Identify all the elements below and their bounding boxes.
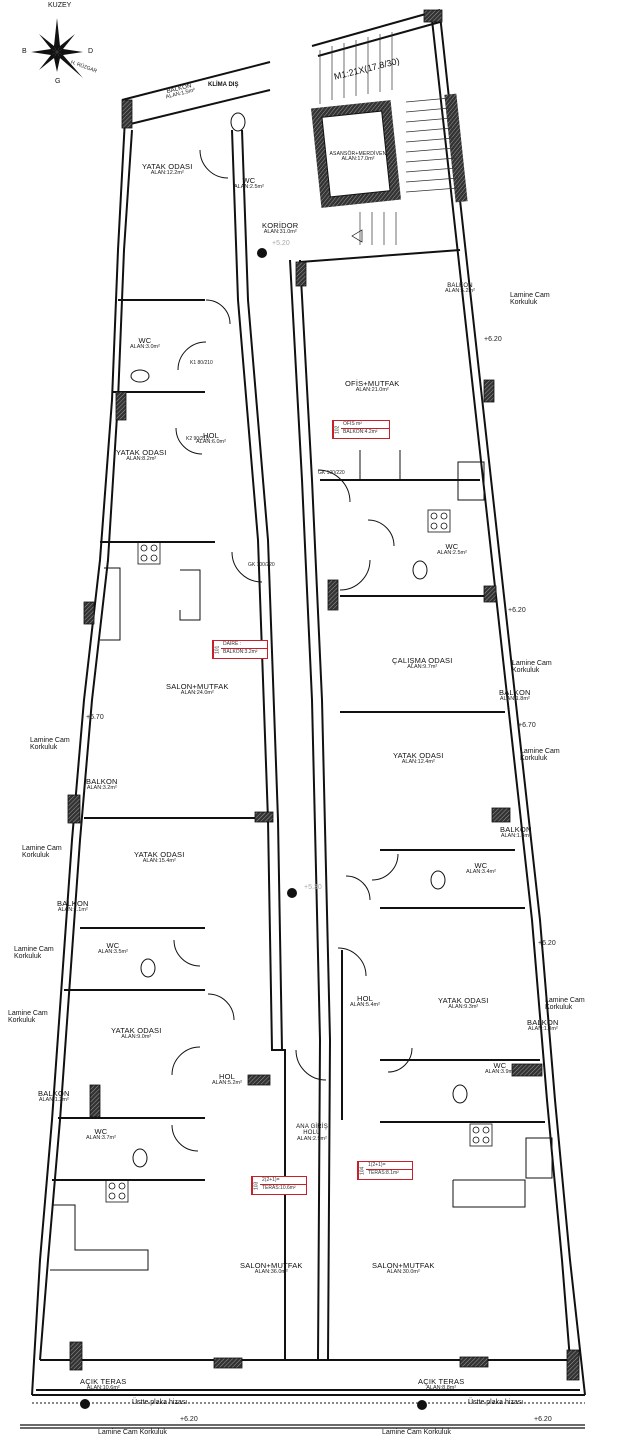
railing-note-2: Lamine Cam Korkuluk — [512, 660, 552, 675]
level-label-4: +6.20 — [538, 940, 556, 947]
compass-south: G — [55, 78, 61, 85]
level-label-1: +6.20 — [484, 336, 502, 343]
level-label-8: +6.20 — [534, 1416, 552, 1423]
railing-note-7: Lamine Cam Korkuluk — [14, 946, 54, 961]
door-label-gk-2: GK 100/220 — [318, 470, 345, 476]
level-marker-icons — [80, 248, 427, 1410]
level-label-2: +6.20 — [508, 607, 526, 614]
railing-note-5: Lamine Cam Korkuluk — [30, 737, 70, 752]
level-label-6: +5.30 — [304, 884, 322, 891]
compass-rose-icon — [31, 18, 83, 78]
railing-note-10: Lamine Cam Korkuluk — [382, 1429, 451, 1436]
compass-west: B — [22, 48, 27, 55]
slab-line-note-1: Üstte plaka hizası — [132, 1399, 188, 1406]
interior-walls — [52, 129, 545, 1361]
cooktops — [105, 509, 493, 1203]
kitchen-counters — [50, 450, 553, 1271]
railing-note-3: Lamine Cam Korkuluk — [520, 748, 560, 763]
climate-unit-1: KLİMA DIŞ — [208, 82, 239, 88]
outer-walls — [31, 9, 586, 1396]
compass-east: D — [88, 48, 94, 55]
railing-note-6: Lamine Cam Korkuluk — [22, 845, 62, 860]
structural-columns — [67, 9, 580, 1381]
level-label-5: +6.70 — [86, 714, 104, 721]
railing-note-9: Lamine Cam Korkuluk — [98, 1429, 167, 1436]
stairs — [319, 32, 459, 245]
railing-note-8: Lamine Cam Korkuluk — [8, 1010, 48, 1025]
level-label-3: +6.70 — [518, 722, 536, 729]
unit-tag-104: 104 1(2+1)=TERAS:8.1m² — [357, 1161, 413, 1180]
railing-note-4: Lamine Cam Korkuluk — [545, 997, 585, 1012]
slab-line-note-2: Üstte plaka hizası — [468, 1399, 524, 1406]
corridor-level: +5.20 — [272, 240, 290, 247]
door-label-gk: GK 100/220 — [248, 562, 275, 568]
door-label-k2: K2 90/210 — [186, 436, 209, 442]
unit-tag-101: 101 DAİRE :BALKON:3.2m² — [212, 640, 268, 659]
toilet-fixtures — [130, 112, 468, 1168]
elevator-core — [310, 93, 468, 208]
unit-tag-103: 103 2(2+1)=TERAS:10.6m² — [251, 1176, 307, 1195]
door-swings — [171, 149, 413, 1152]
compass-north: KUZEY — [48, 2, 72, 9]
level-label-7: +6.20 — [180, 1416, 198, 1423]
door-label-k1: K1 80/210 — [190, 360, 213, 366]
railing-note-1: Lamine Cam Korkuluk — [510, 292, 550, 307]
